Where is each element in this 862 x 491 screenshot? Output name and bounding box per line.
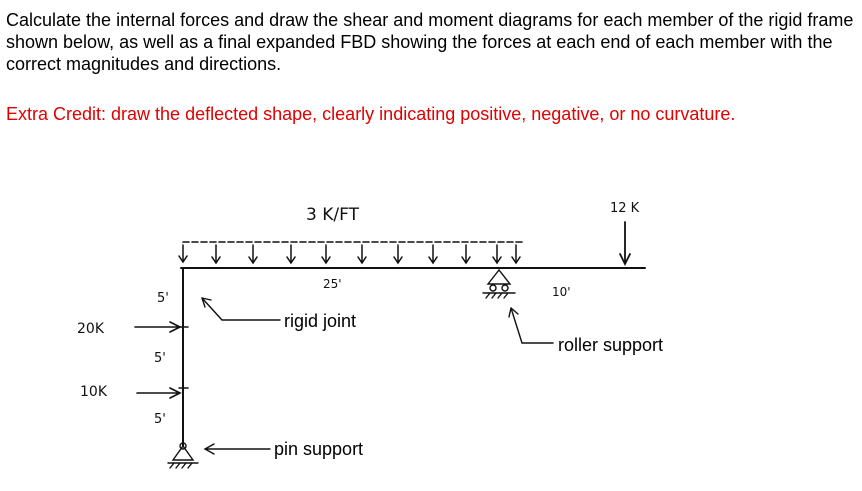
force-arrow-10k bbox=[136, 387, 182, 399]
label-distributed-load: 3 K/FT bbox=[306, 205, 360, 225]
label-pin-support: pin support bbox=[274, 439, 363, 459]
label-span-main: 25' bbox=[323, 277, 342, 291]
roller-support-symbol bbox=[482, 268, 516, 299]
label-force-upper: 20K bbox=[77, 321, 105, 337]
leader-roller bbox=[508, 307, 554, 344]
label-force-lower: 10K bbox=[80, 384, 108, 400]
label-seg-bottom: 5' bbox=[154, 412, 166, 427]
leader-pin bbox=[203, 443, 271, 455]
label-roller-support: roller support bbox=[558, 335, 663, 355]
label-rigid-joint: rigid joint bbox=[284, 311, 356, 331]
label-seg-top: 5' bbox=[157, 291, 169, 306]
point-load-arrow bbox=[619, 221, 631, 267]
distributed-load-arrows bbox=[178, 244, 521, 265]
label-seg-mid: 5' bbox=[154, 351, 166, 366]
force-arrow-20k bbox=[134, 321, 182, 333]
problem-statement: Calculate the internal forces and draw t… bbox=[6, 10, 854, 74]
extra-credit-text: Extra Credit: draw the deflected shape, … bbox=[6, 104, 736, 124]
leader-rigid-joint bbox=[201, 297, 281, 321]
label-span-overhang: 10' bbox=[552, 285, 571, 299]
label-point-load: 12 K bbox=[610, 201, 640, 216]
pin-support-symbol bbox=[167, 442, 199, 469]
